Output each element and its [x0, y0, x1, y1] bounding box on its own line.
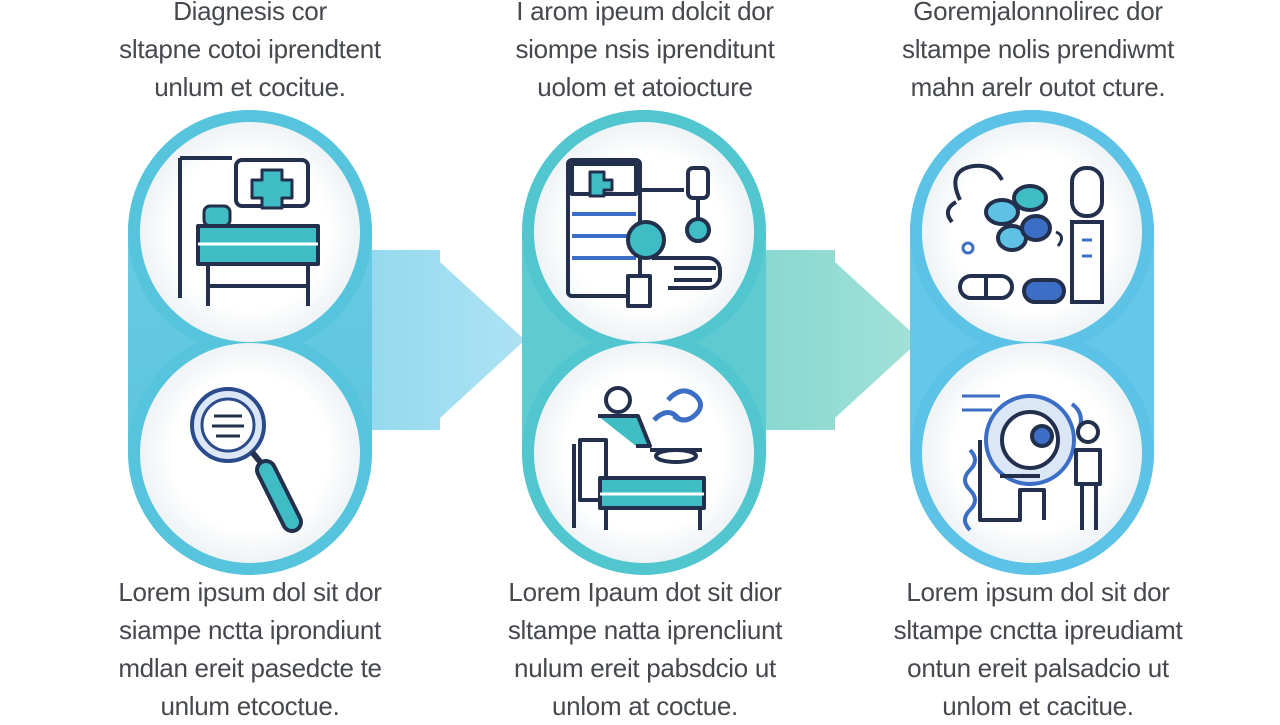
caption-line: unlum etcoctue.	[160, 691, 340, 721]
arrow-2	[735, 250, 920, 430]
magnifying-glass-icon	[190, 387, 303, 533]
doctor-treating-patient-icon	[572, 386, 706, 530]
step-3-bottom-caption: Lorem ipsum dol sit dor sltampe cnctta i…	[858, 573, 1218, 725]
step-3-node	[910, 110, 1154, 575]
caption-line: sltampe cnctta ipreudiamt	[893, 615, 1183, 645]
step-1-top-caption: Diagnesis cor sltapne cotoi iprendtent u…	[70, 0, 430, 106]
caption-line: Lorem Ipaum dot sit dior	[508, 577, 782, 607]
caption-line: mahn arelr outot cture.	[910, 72, 1166, 102]
caption-line: Lorem ipsum dol sit dor	[118, 577, 382, 607]
step-2-top-caption: I arom ipeum dolcit dor siompe nsis ipre…	[465, 0, 825, 106]
medical-chart-iv-drip-icon	[566, 158, 722, 308]
caption-line: sltapne cotoi iprendtent	[119, 34, 381, 64]
caption-line: siompe nsis iprenditunt	[515, 34, 775, 64]
caption-line: I arom ipeum dolcit dor	[516, 0, 774, 26]
caption-line: mdlan ereit pasedcte te	[118, 653, 382, 683]
mri-scanner-patient-icon	[962, 394, 1102, 532]
caption-line: ontun ereit palsadcio ut	[907, 653, 1169, 683]
caption-line: unlom at coctue.	[552, 691, 738, 721]
hospital-bed-medical-cross-icon	[178, 156, 320, 306]
caption-line: sltampe natta iprencliunt	[507, 615, 783, 645]
step-3-top-caption: Goremjalonnolirec dor sltampe nolis pren…	[858, 0, 1218, 106]
caption-line: Goremjalonnolirec dor	[913, 0, 1163, 26]
caption-line: nulum ereit pabsdcio ut	[514, 653, 776, 683]
pills-medication-icon	[945, 163, 1104, 304]
caption-line: unlum et cocitue.	[154, 72, 346, 102]
caption-line: uolom et atoiocture	[537, 72, 753, 102]
caption-line: siampe nctta iprondiunt	[119, 615, 381, 645]
step-2-bottom-caption: Lorem Ipaum dot sit dior sltampe natta i…	[465, 573, 825, 725]
caption-line: unlom et cacitue.	[942, 691, 1134, 721]
caption-line: sltampe nolis prendiwmt	[902, 34, 1174, 64]
step-1-bottom-caption: Lorem ipsum dol sit dor siampe nctta ipr…	[70, 573, 430, 725]
step-1-node	[128, 110, 372, 575]
caption-line: Lorem ipsum dol sit dor	[906, 577, 1170, 607]
caption-line: Diagnesis cor	[173, 0, 327, 26]
arrow-1	[340, 250, 525, 430]
